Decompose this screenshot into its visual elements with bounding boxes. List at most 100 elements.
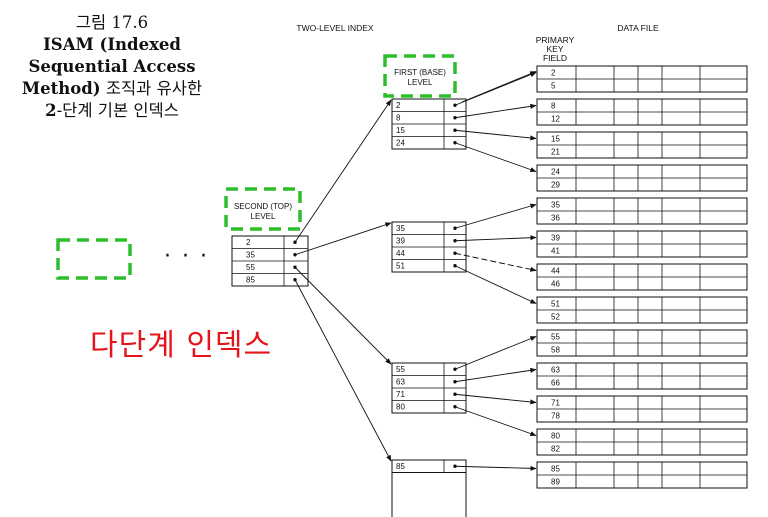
second-to-first-pointer — [294, 279, 392, 462]
second-level-pointer-dot — [293, 240, 297, 244]
first-level-pointer-dot — [453, 116, 457, 120]
first-level-key: 85 — [396, 462, 405, 471]
first-level-pointer-dot — [453, 405, 457, 409]
first-level-key: 44 — [396, 249, 405, 258]
data-record-key: 39 — [551, 234, 560, 243]
first-level-pointer-dot — [453, 128, 457, 132]
data-record-key: 5 — [551, 82, 556, 91]
first-level-pointer-dot — [453, 141, 457, 145]
first-level-pointer-dot — [453, 464, 457, 468]
second-level-pointer-dot — [293, 265, 297, 269]
second-level-key: 35 — [246, 251, 255, 260]
primary-key-line-3: FIELD — [542, 53, 568, 63]
first-level-block-frame — [391, 459, 467, 473]
primary-key-line-1: PRIMARY — [535, 35, 575, 45]
first-level-pointer-dot — [453, 103, 457, 107]
data-record-key: 58 — [551, 346, 560, 355]
data-record-key: 44 — [551, 267, 560, 276]
first-level-dashed-box — [383, 54, 457, 98]
primary-key-field-header: PRIMARY KEY FIELD — [530, 36, 580, 63]
data-record-key: 15 — [551, 135, 560, 144]
pointer-lines — [294, 71, 537, 471]
first-level-key: 51 — [396, 262, 405, 271]
first-level-label-2: LEVEL — [408, 78, 433, 87]
first-to-data-pointer — [454, 336, 537, 370]
data-record-key: 21 — [551, 148, 560, 157]
data-file-header: DATA FILE — [617, 23, 659, 33]
second-to-first-pointer — [294, 222, 392, 256]
figure-caption: 그림 17.6 ISAM (Indexed Sequential Access … — [0, 12, 224, 122]
data-record-key: 2 — [551, 69, 556, 78]
ellipsis: · · · — [164, 244, 209, 269]
second-level-key: 55 — [246, 263, 255, 272]
first-level-pointer-dot — [453, 226, 457, 230]
first-to-data-pointer — [454, 203, 537, 229]
second-level-label-1: SECOND (TOP) — [234, 202, 292, 211]
data-record-key: 29 — [551, 181, 560, 190]
figure-label: 그림 17.6 — [75, 13, 149, 32]
first-level-pointer-dot — [453, 251, 457, 255]
first-level-pointer-dot — [453, 367, 457, 371]
first-to-data-pointer — [454, 129, 537, 141]
data-record-key: 12 — [551, 115, 560, 124]
data-record-key: 51 — [551, 300, 560, 309]
second-level-label-2: LEVEL — [251, 212, 276, 221]
second-level-key: 2 — [246, 238, 251, 247]
second-level-index: 2 35 55 85 — [231, 235, 309, 287]
caption-line-1: ISAM (Indexed — [43, 35, 181, 54]
caption-line-4: 2-단계 기본 인덱스 — [0, 100, 224, 122]
placeholder-dashed-box — [56, 238, 132, 280]
data-record-key: 82 — [551, 445, 560, 454]
first-level-key: 24 — [396, 139, 405, 148]
first-level-key: 80 — [396, 403, 405, 412]
data-record-key: 80 — [551, 432, 560, 441]
first-level-key: 2 — [396, 101, 401, 110]
data-record-key: 36 — [551, 214, 560, 223]
primary-key-line-2: KEY — [546, 44, 564, 54]
first-level-pointer-dot — [453, 264, 457, 268]
first-level-pointer-dot — [453, 380, 457, 384]
first-level-key: 35 — [396, 224, 405, 233]
data-file: 2581215212429353639414446515255586366717… — [536, 65, 748, 489]
first-to-data-pointer — [454, 406, 537, 436]
data-record-key: 46 — [551, 280, 560, 289]
first-to-data-pointer — [461, 71, 537, 103]
first-level-key: 39 — [396, 237, 405, 246]
data-record-key: 52 — [551, 313, 560, 322]
data-record-key: 71 — [551, 399, 560, 408]
caption-line-4-rest: -단계 기본 인덱스 — [56, 101, 179, 120]
first-to-data-pointer — [454, 142, 537, 172]
first-level-pointer-dot — [453, 392, 457, 396]
first-level-index: 2 8 15 24 35 39 44 51 55 63 71 80 85 — [391, 98, 467, 517]
first-level-key: 71 — [396, 390, 405, 399]
data-record-key: 8 — [551, 102, 556, 111]
data-record-key: 89 — [551, 478, 560, 487]
second-to-first-pointer — [294, 99, 392, 243]
data-record-key: 63 — [551, 366, 560, 375]
first-to-data-pointer — [454, 465, 537, 471]
first-to-data-pointer — [454, 367, 537, 383]
data-record-key: 85 — [551, 465, 560, 474]
caption-line-2: Sequential Access — [28, 57, 196, 76]
first-level-key: 8 — [396, 114, 401, 123]
data-record-key: 41 — [551, 247, 560, 256]
caption-line-3: Method) 조직과 유사한 — [0, 78, 224, 100]
first-level-key: 63 — [396, 378, 405, 387]
second-level-pointer-dot — [293, 253, 297, 257]
first-level-key: 15 — [396, 126, 405, 135]
first-to-data-pointer — [454, 252, 537, 272]
data-record-key: 35 — [551, 201, 560, 210]
second-to-first-pointer — [294, 266, 392, 365]
second-level-key: 85 — [246, 276, 255, 285]
caption-line-3-rest: 조직과 유사한 — [100, 79, 203, 98]
first-to-data-pointer — [454, 103, 537, 119]
first-level-pointer-dot — [453, 239, 457, 243]
first-to-data-pointer — [454, 393, 537, 405]
first-level-key: 55 — [396, 365, 405, 374]
caption-line-4-bold: 2 — [45, 101, 57, 120]
first-to-data-pointer — [454, 235, 537, 242]
data-record-key: 66 — [551, 379, 560, 388]
data-record-key: 24 — [551, 168, 560, 177]
first-to-data-pointer — [454, 265, 537, 304]
